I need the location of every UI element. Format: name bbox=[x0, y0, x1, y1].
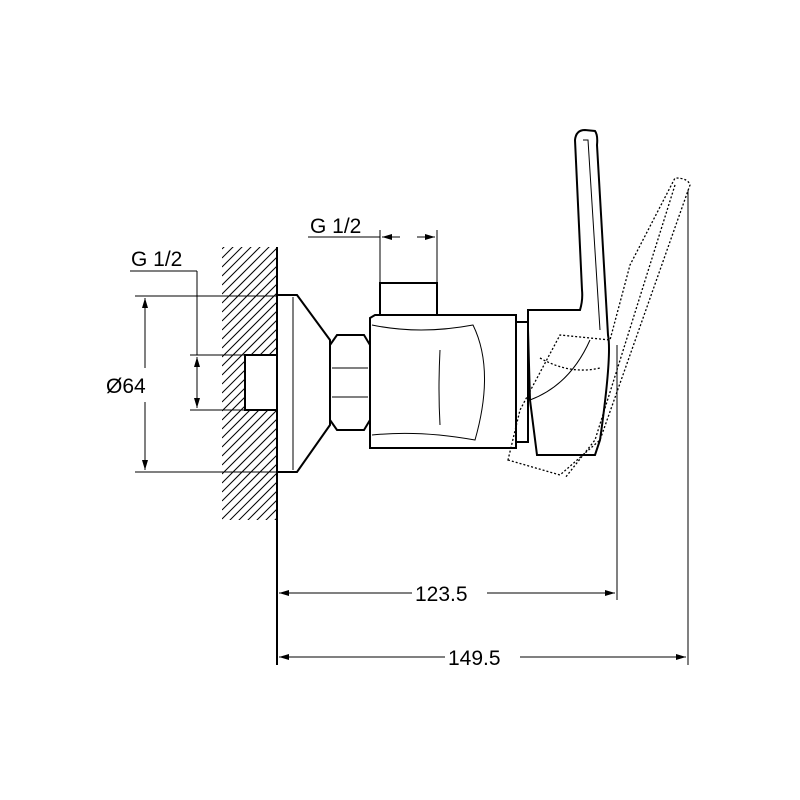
thread-top-label: G 1/2 bbox=[310, 215, 361, 238]
hatch-line bbox=[229, 472, 277, 520]
hatch-line bbox=[247, 490, 277, 520]
hatch-line bbox=[222, 310, 277, 367]
hatch-line bbox=[238, 481, 277, 520]
hatch-line bbox=[222, 247, 261, 286]
hatch-line bbox=[222, 247, 252, 277]
top-outlet bbox=[379, 282, 438, 316]
hatch-line bbox=[222, 283, 277, 340]
hatch-line bbox=[222, 445, 277, 502]
hatch-line bbox=[222, 436, 277, 493]
hatch-line bbox=[222, 247, 277, 304]
lever-handle bbox=[527, 128, 610, 456]
thread-left-dimension: G 1/2 bbox=[130, 248, 245, 411]
hatch-line bbox=[222, 409, 277, 466]
hatch-line bbox=[222, 256, 277, 313]
dim-outer-label: 149.5 bbox=[448, 647, 501, 670]
dimension-149-5: 149.5 bbox=[279, 190, 689, 670]
hatch-line bbox=[222, 247, 243, 268]
hatch-line bbox=[222, 247, 270, 295]
lever-alternate-position bbox=[507, 177, 691, 479]
thread-top-dimension: G 1/2 bbox=[308, 215, 438, 283]
hatch-line bbox=[222, 418, 277, 475]
hatch-line bbox=[222, 185, 277, 240]
hatch-line bbox=[222, 536, 277, 591]
diameter-label: Ø64 bbox=[106, 375, 146, 398]
hatch-line bbox=[222, 527, 277, 582]
hatch-line bbox=[222, 274, 277, 331]
rosette bbox=[276, 294, 331, 473]
hatch-line bbox=[222, 292, 277, 349]
diameter-dimension: Ø64 bbox=[106, 295, 277, 473]
hatch-line bbox=[222, 319, 277, 376]
hatch-line bbox=[222, 463, 277, 520]
hatch-line bbox=[222, 454, 277, 511]
inlet-pipe bbox=[244, 354, 278, 411]
dimension-123-5: 123.5 bbox=[279, 345, 618, 606]
thread-left-label: G 1/2 bbox=[131, 248, 182, 271]
hatch-line bbox=[222, 301, 277, 358]
hex-nut bbox=[329, 334, 371, 431]
hatch-line bbox=[222, 427, 277, 484]
hatch-line bbox=[222, 265, 277, 322]
dim-inner-label: 123.5 bbox=[415, 583, 468, 606]
hatch-line bbox=[222, 247, 234, 259]
valve-body bbox=[369, 314, 529, 449]
hatch-line bbox=[265, 508, 277, 520]
hatch-line bbox=[256, 499, 277, 520]
hatch-line bbox=[222, 247, 225, 250]
hatch-line bbox=[274, 517, 277, 520]
